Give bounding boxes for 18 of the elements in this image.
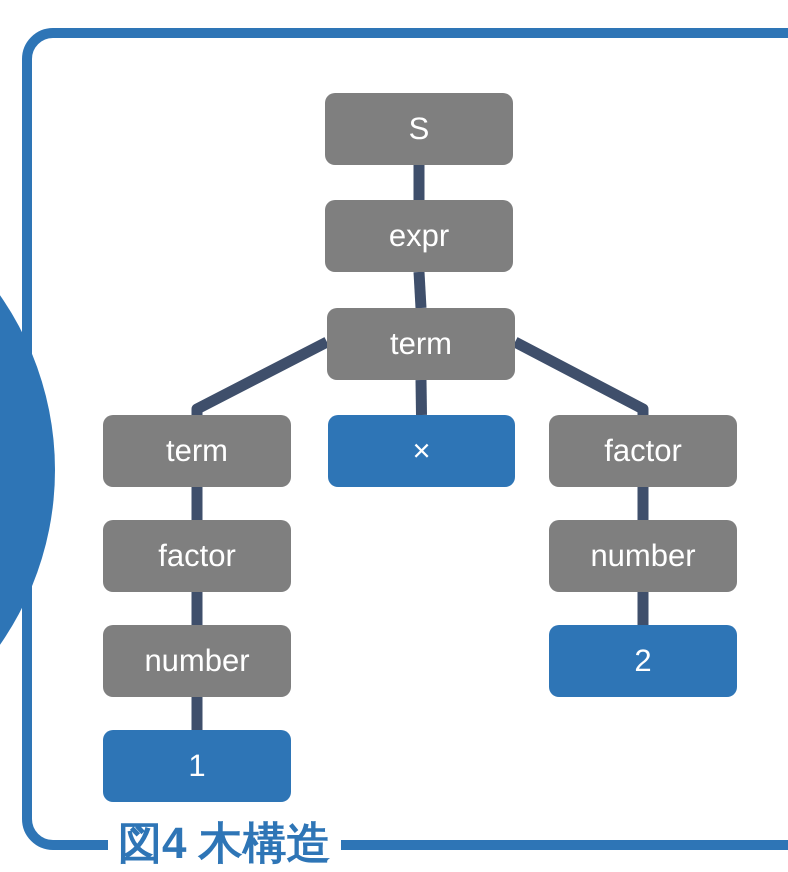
tree-edge: [192, 592, 202, 625]
nonterminal-box: expr: [325, 200, 513, 272]
terminal-box: 1: [103, 730, 291, 802]
terminal-box: ×: [328, 415, 515, 487]
tree-edge: [638, 592, 648, 625]
terminal-box: 2: [549, 625, 737, 697]
nonterminal-box: number: [103, 625, 291, 697]
nonterminal-box: S: [325, 93, 513, 165]
nonterminal-box: term: [103, 415, 291, 487]
tree-edge: [414, 165, 424, 200]
nonterminal-box: factor: [549, 415, 737, 487]
tree-edge: [414, 272, 426, 308]
tree-edge: [416, 380, 427, 416]
nonterminal-box: factor: [103, 520, 291, 592]
nonterminal-box: number: [549, 520, 737, 592]
tree-edge: [192, 697, 202, 730]
nonterminal-box: term: [327, 308, 515, 380]
tree-edge: [638, 487, 648, 520]
